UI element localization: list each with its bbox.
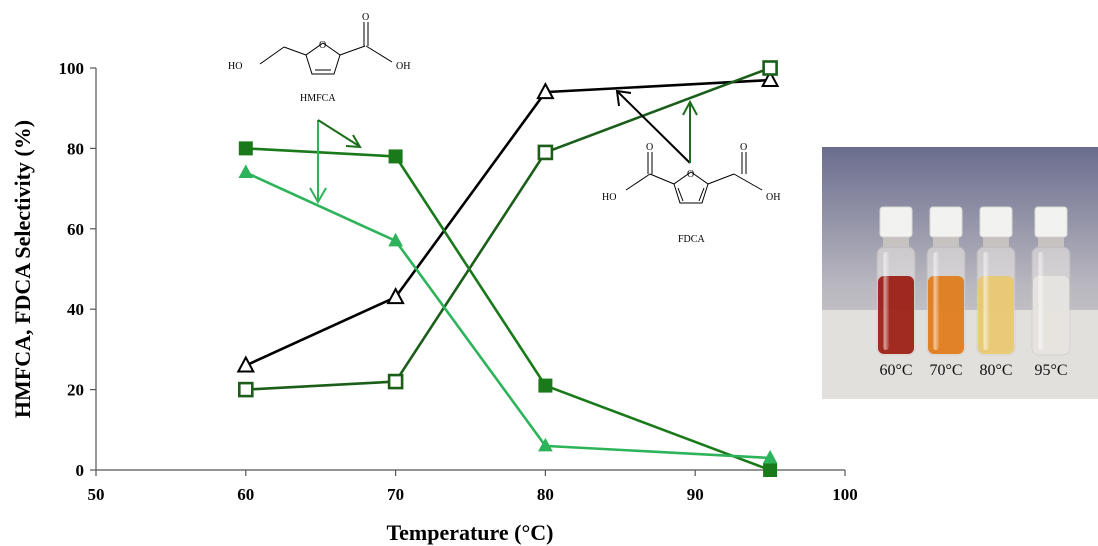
fdca-ho-label: HO	[602, 192, 616, 203]
hmfca-acid-bond	[339, 45, 366, 56]
hmfca-arrow-right-group	[317, 119, 362, 149]
vial-cap	[879, 206, 913, 238]
vial-cap	[979, 206, 1013, 238]
hmfca-arrows	[309, 120, 327, 205]
fdca-structure	[625, 152, 763, 204]
series-line-filled-square	[245, 147, 771, 472]
y-tick-label: 40	[67, 300, 84, 319]
hmfca-oh-bond	[259, 46, 285, 65]
fdca-arrowhead-green	[682, 99, 698, 116]
data-point-filled-triangle	[538, 437, 553, 452]
vial-neck	[883, 237, 909, 247]
hmfca-oh-label: OH	[396, 61, 410, 72]
fdca-oh-label: OH	[766, 192, 780, 203]
vial-neck	[1038, 237, 1064, 247]
x-tick-label: 70	[387, 485, 404, 504]
vial-temperature-label: 70°C	[929, 362, 962, 379]
data-point-open-triangle	[760, 69, 780, 88]
vial-highlight	[883, 252, 889, 350]
x-tick-label: 50	[88, 485, 105, 504]
fdca-ring-o-label: O	[687, 169, 694, 180]
data-point-open-triangle	[386, 287, 405, 305]
vial-temperature-label: 95°C	[1034, 362, 1067, 379]
data-point-open-square	[238, 381, 254, 398]
y-tick-label: 0	[76, 461, 85, 480]
fdca-furan-ring	[673, 171, 709, 204]
x-axis-title: Temperature (°C)	[386, 520, 553, 545]
photo-labels: 60°C 70°C 80°C 95°C	[879, 362, 1067, 379]
fdca-left-carbonyl-o-label: O	[646, 142, 653, 153]
fdca-arrow-black	[617, 91, 691, 164]
fdca-ring-double-bond-left	[677, 187, 684, 202]
vial-cap	[929, 206, 963, 238]
data-point-filled-triangle	[762, 449, 778, 464]
vial-cap	[1034, 206, 1068, 238]
data-point-filled-triangle	[388, 232, 403, 247]
series-line-open-triangle	[245, 78, 771, 367]
hmfca-arrowhead-down	[309, 187, 327, 205]
vial-temperature-label: 60°C	[879, 362, 912, 379]
fdca-name-label: FDCA	[678, 234, 705, 245]
vials-photo: 60°C 70°C 80°C 95°C	[822, 147, 1098, 399]
axes	[95, 68, 845, 471]
hmfca-ring-o-label: O	[319, 40, 326, 51]
vial-neck	[983, 237, 1009, 247]
vial-highlight	[983, 252, 989, 350]
hmfca-name-label: HMFCA	[300, 93, 336, 104]
y-tick-label: 60	[67, 220, 84, 239]
fdca-ring-double-bond-right	[698, 187, 705, 202]
data-point-open-triangle	[536, 82, 555, 100]
y-tick-label: 100	[59, 59, 85, 78]
hmfca-ho-label: HO	[228, 61, 242, 72]
hmfca-arrowhead-right	[345, 134, 362, 149]
fdca-arrow-black-group	[615, 89, 691, 164]
x-tick-label: 90	[687, 485, 704, 504]
fdca-left-acid-bond	[649, 173, 675, 185]
hmfca-acid-oh-bond	[365, 45, 393, 63]
y-axis-title: HMFCA, FDCA Selectivity (%)	[10, 120, 35, 418]
data-point-filled-triangle	[238, 164, 254, 179]
series-line-open-square	[245, 66, 771, 391]
x-tick-label: 100	[832, 485, 858, 504]
y-tick-label: 80	[67, 139, 84, 158]
data-point-filled-square	[763, 463, 778, 477]
data-point-open-square	[387, 373, 404, 390]
x-tick-label: 60	[237, 485, 254, 504]
fdca-right-acid-bond	[707, 173, 735, 185]
data-point-open-triangle	[236, 355, 255, 373]
data-point-filled-square	[538, 378, 553, 393]
ticks: 50 60 70 80 90 100 0 20 40 60 80 100	[59, 59, 858, 504]
series-layer	[236, 60, 780, 477]
vial-highlight	[1038, 252, 1044, 350]
data-point-open-square	[537, 144, 554, 161]
fdca-arrow-green-group	[682, 99, 698, 163]
vials	[876, 206, 1071, 356]
fdca-arrowhead-black	[615, 89, 632, 107]
data-point-filled-square	[238, 141, 253, 156]
series-line-filled-triangle	[245, 171, 771, 460]
hmfca-furan-ring	[305, 42, 341, 75]
hmfca-arrow-right	[317, 119, 360, 147]
hmfca-ch2-bond	[283, 46, 307, 56]
hmfca-structure	[259, 22, 393, 75]
fdca-left-oh-bond	[625, 173, 651, 191]
data-point-open-square	[762, 60, 778, 76]
x-tick-label: 80	[537, 485, 554, 504]
fdca-right-carbonyl-o-label: O	[740, 142, 747, 153]
fdca-right-oh-bond	[733, 173, 763, 191]
vial-neck	[933, 237, 959, 247]
data-point-filled-square	[388, 149, 403, 164]
y-tick-label: 20	[67, 381, 84, 400]
vial-temperature-label: 80°C	[979, 362, 1012, 379]
hmfca-carbonyl-o-label: O	[362, 12, 369, 23]
vial-highlight	[933, 252, 939, 350]
